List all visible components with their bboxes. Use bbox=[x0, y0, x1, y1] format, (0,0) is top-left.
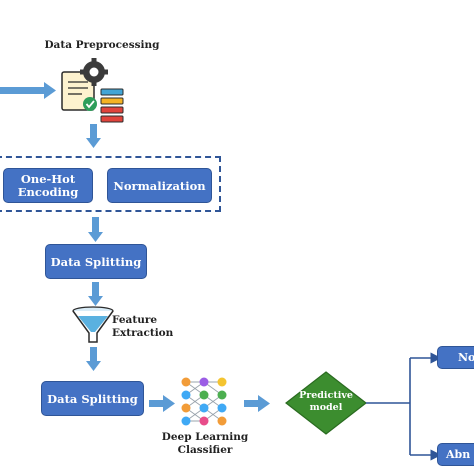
arrow-classifier-to-predictive bbox=[244, 395, 270, 412]
data-preprocessing-title: Data Preprocessing bbox=[44, 39, 160, 51]
data-splitting-box-2: Data Splitting bbox=[41, 381, 144, 416]
encoding-group-frame bbox=[0, 156, 221, 212]
arrow-encoding-to-splitting bbox=[88, 217, 103, 242]
feature-extraction-label: Feature Extraction bbox=[112, 314, 174, 339]
predictive-model-label: Predictive model bbox=[299, 390, 353, 413]
predictive-model-diamond bbox=[285, 371, 367, 435]
one-hot-encoding-box: One-Hot Encoding bbox=[3, 168, 93, 203]
output-connectors bbox=[366, 352, 442, 461]
normalization-box: Normalization bbox=[107, 168, 212, 203]
output-abnormal-box: Abn bbox=[437, 443, 474, 466]
data-preprocessing-icon bbox=[61, 58, 124, 123]
arrow-splitting-to-feature bbox=[88, 282, 103, 306]
arrow-splitting-to-classifier bbox=[149, 395, 175, 412]
arrow-preprocessing-to-encoding bbox=[86, 124, 101, 148]
feature-extraction-funnel-icon bbox=[72, 306, 114, 343]
neural-network-icon bbox=[181, 377, 227, 426]
data-splitting-box-1: Data Splitting bbox=[45, 244, 147, 279]
incoming-arrow bbox=[0, 82, 56, 99]
arrow-feature-to-splitting bbox=[86, 347, 101, 371]
output-normal-box: No bbox=[437, 346, 474, 369]
deep-learning-classifier-label: Deep Learning Classifier bbox=[161, 431, 249, 456]
